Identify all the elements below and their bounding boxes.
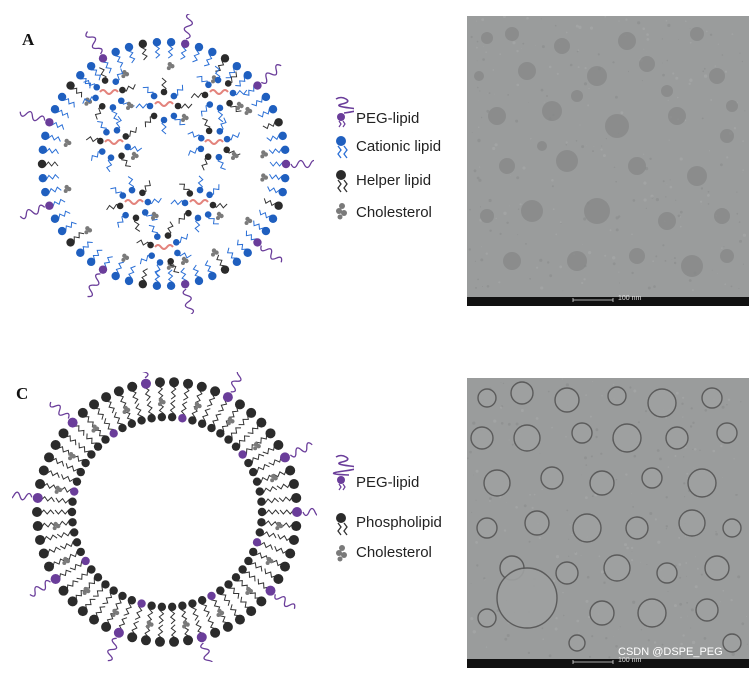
peg-lipid-icon bbox=[332, 96, 354, 130]
legend-label-helper-lipid: Helper lipid bbox=[356, 172, 431, 189]
legend-item-peg-lipid-2: PEG-lipid bbox=[332, 454, 472, 488]
peg-lipid-icon bbox=[332, 454, 354, 494]
helper-lipid-icon bbox=[332, 166, 354, 200]
legend-lnp: PEG-lipid Cationic lipid Helper lipid Ch… bbox=[332, 96, 472, 236]
cholesterol-icon bbox=[332, 540, 354, 574]
cationic-lipid-icon bbox=[332, 132, 354, 166]
legend-item-cholesterol: Cholesterol bbox=[332, 198, 472, 232]
cryo-tem-micrograph-liposome bbox=[467, 378, 749, 668]
legend-label-cholesterol-2: Cholesterol bbox=[356, 544, 432, 561]
scale-bar-label-d: 100 nm bbox=[618, 657, 641, 664]
phospholipid-icon bbox=[332, 510, 354, 544]
legend-item-cationic-lipid: Cationic lipid bbox=[332, 132, 472, 166]
legend-liposome: PEG-lipid Phospholipid Cholesterol bbox=[332, 454, 472, 574]
legend-label-cholesterol: Cholesterol bbox=[356, 204, 432, 221]
legend-item-peg-lipid: PEG-lipid bbox=[332, 96, 472, 130]
legend-label-cationic-lipid: Cationic lipid bbox=[356, 138, 441, 155]
lipid-nanoparticle-diagram bbox=[14, 14, 314, 314]
legend-item-helper-lipid: Helper lipid bbox=[332, 166, 472, 200]
watermark-text: CSDN @DSPE_PEG bbox=[618, 646, 723, 658]
legend-item-cholesterol-2: Cholesterol bbox=[332, 540, 472, 574]
liposome-diagram bbox=[12, 372, 317, 662]
legend-label-peg-lipid-2: PEG-lipid bbox=[356, 474, 419, 491]
legend-item-phospholipid: Phospholipid bbox=[332, 510, 472, 544]
cryo-tem-micrograph-lnp bbox=[467, 16, 749, 306]
scale-bar-label-b: 100 nm bbox=[618, 295, 641, 302]
legend-label-phospholipid: Phospholipid bbox=[356, 514, 442, 531]
cholesterol-icon bbox=[332, 198, 354, 232]
legend-label-peg-lipid: PEG-lipid bbox=[356, 110, 419, 127]
micrograph-background bbox=[467, 378, 749, 668]
